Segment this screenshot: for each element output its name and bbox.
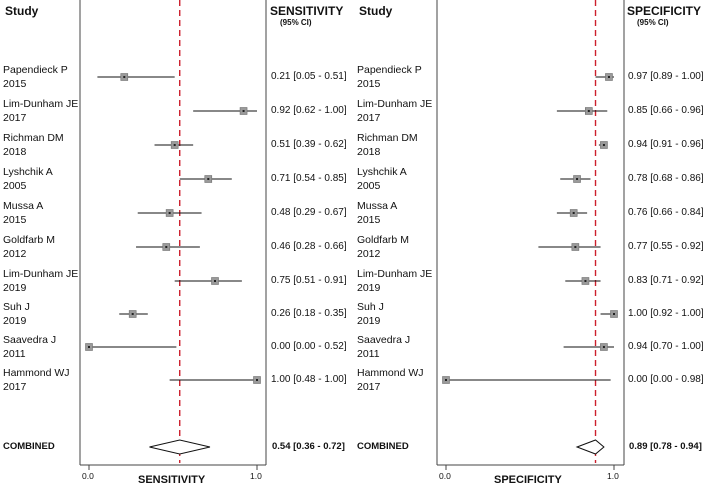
- ci-label: 0.76 [0.66 - 0.84]: [628, 207, 704, 218]
- point-estimate-center: [131, 313, 134, 315]
- point-estimate-center: [88, 346, 90, 348]
- ci-label: 0.51 [0.39 - 0.62]: [271, 139, 347, 150]
- study-year: 2015: [357, 214, 381, 226]
- ci-label: 0.71 [0.54 - 0.85]: [271, 173, 347, 184]
- study-year: 2011: [3, 348, 26, 360]
- study-name: Lyshchik A: [357, 166, 407, 178]
- study-name: Suh J: [3, 301, 30, 313]
- ci-column-subheader: (95% CI): [637, 18, 669, 27]
- study-name: Lim-Dunham JE: [357, 268, 433, 280]
- point-estimate-center: [602, 346, 605, 348]
- study-name: Goldfarb M: [357, 234, 409, 246]
- study-name: Lim-Dunham JE: [3, 98, 79, 110]
- ci-label: 0.92 [0.62 - 1.00]: [271, 105, 347, 116]
- study-column-header: Study: [359, 4, 393, 18]
- point-estimate-center: [576, 178, 579, 180]
- study-year: 2015: [357, 78, 381, 90]
- ci-column-subheader: (95% CI): [280, 18, 312, 27]
- study-year: 2018: [3, 146, 27, 158]
- point-estimate-center: [584, 280, 587, 282]
- study-year: 2017: [3, 112, 27, 124]
- study-name: Richman DM: [3, 132, 64, 144]
- study-name: Saavedra J: [357, 334, 411, 346]
- study-year: 2005: [3, 180, 27, 192]
- estimate-column-header: SPECIFICITY: [627, 4, 702, 18]
- x-tick-label: 0.0: [82, 471, 94, 481]
- x-tick-label: 1.0: [250, 471, 262, 481]
- point-estimate-center: [207, 178, 210, 180]
- study-name: Papendieck P: [357, 64, 422, 76]
- study-name: Mussa A: [3, 200, 44, 212]
- study-year: 2017: [357, 112, 381, 124]
- ci-label: 0.26 [0.18 - 0.35]: [271, 308, 347, 319]
- point-estimate-center: [607, 76, 610, 78]
- point-estimate-center: [587, 110, 590, 112]
- ci-label: 0.46 [0.28 - 0.66]: [271, 241, 347, 252]
- point-estimate-center: [165, 246, 168, 248]
- ci-label: 0.00 [0.00 - 0.52]: [271, 341, 347, 352]
- point-estimate-center: [613, 313, 615, 315]
- study-name: Lim-Dunham JE: [3, 268, 79, 280]
- point-estimate-center: [214, 280, 216, 282]
- study-year: 2019: [3, 282, 27, 294]
- study-column-header: Study: [5, 4, 39, 18]
- x-tick-label: 1.0: [607, 471, 619, 481]
- point-estimate-center: [168, 212, 171, 214]
- study-year: 2018: [357, 146, 381, 158]
- study-name: Hammond WJ: [357, 367, 424, 379]
- study-year: 2005: [357, 180, 381, 192]
- ci-label: 0.85 [0.66 - 0.96]: [628, 105, 704, 116]
- point-estimate-center: [242, 110, 245, 112]
- point-estimate-center: [256, 379, 258, 381]
- study-name: Hammond WJ: [3, 367, 70, 379]
- ci-label: 0.94 [0.91 - 0.96]: [628, 139, 704, 150]
- study-name: Lim-Dunham JE: [357, 98, 433, 110]
- study-year: 2019: [357, 315, 381, 327]
- study-name: Papendieck P: [3, 64, 68, 76]
- study-name: Saavedra J: [3, 334, 57, 346]
- ci-label: 1.00 [0.92 - 1.00]: [628, 308, 704, 319]
- study-year: 2017: [357, 381, 381, 393]
- point-estimate-center: [572, 212, 575, 214]
- study-year: 2019: [357, 282, 381, 294]
- study-year: 2019: [3, 315, 27, 327]
- study-year: 2017: [3, 381, 27, 393]
- ci-label: 0.00 [0.00 - 0.98]: [628, 374, 704, 385]
- estimate-column-header: SENSITIVITY: [270, 4, 344, 18]
- ci-label: 1.00 [0.48 - 1.00]: [271, 374, 347, 385]
- study-name: Goldfarb M: [3, 234, 55, 246]
- study-year: 2015: [3, 78, 27, 90]
- point-estimate-center: [173, 144, 176, 146]
- x-tick-label: 0.0: [439, 471, 451, 481]
- point-estimate-center: [445, 379, 447, 381]
- ci-label: 0.48 [0.29 - 0.67]: [271, 207, 347, 218]
- x-axis-label: SPECIFICITY: [494, 474, 562, 486]
- ci-label: 0.94 [0.70 - 1.00]: [628, 341, 704, 352]
- ci-label: 0.78 [0.68 - 0.86]: [628, 173, 704, 184]
- study-year: 2011: [357, 348, 380, 360]
- study-name: Lyshchik A: [3, 166, 53, 178]
- ci-label: 0.97 [0.89 - 1.00]: [628, 71, 704, 82]
- point-estimate-center: [123, 76, 126, 78]
- combined-diamond: [575, 439, 605, 455]
- combined-diamond: [149, 439, 211, 455]
- ci-label: 0.83 [0.71 - 0.92]: [628, 275, 704, 286]
- study-year: 2012: [3, 248, 27, 260]
- ci-label: 0.21 [0.05 - 0.51]: [271, 71, 347, 82]
- x-axis-label: SENSITIVITY: [138, 474, 206, 486]
- combined-ci-label: 0.54 [0.36 - 0.72]: [272, 441, 345, 452]
- ci-label: 0.77 [0.55 - 0.92]: [628, 241, 704, 252]
- study-name: Mussa A: [357, 200, 398, 212]
- combined-label: COMBINED: [357, 441, 409, 452]
- ci-label: 0.75 [0.51 - 0.91]: [271, 275, 347, 286]
- combined-label: COMBINED: [3, 441, 55, 452]
- study-year: 2012: [357, 248, 381, 260]
- study-year: 2015: [3, 214, 27, 226]
- study-name: Richman DM: [357, 132, 418, 144]
- point-estimate-center: [574, 246, 577, 248]
- point-estimate-center: [602, 144, 605, 146]
- study-name: Suh J: [357, 301, 384, 313]
- combined-ci-label: 0.89 [0.78 - 0.94]: [629, 441, 702, 452]
